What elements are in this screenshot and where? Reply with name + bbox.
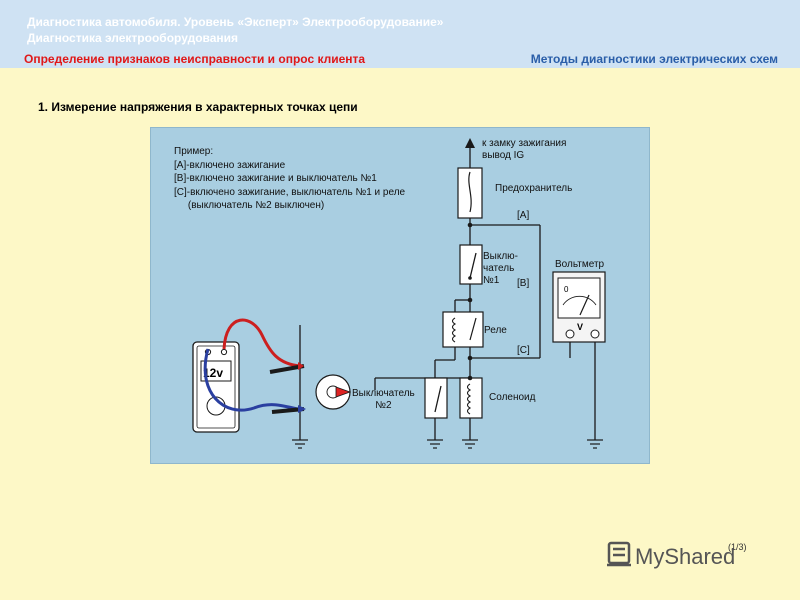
switch1-label: Выклю- чатель №1 [483,251,519,286]
red-probe-cable [222,318,301,368]
page-number: (1/3) [728,542,747,552]
section-heading: 1. Измерение напряжения в характерных то… [38,100,358,114]
ground-icon [292,439,603,449]
point-c-label: [C] [517,345,530,356]
relay-label: Реле [484,325,507,336]
voltmeter-unit: V [577,322,583,332]
header-bar: Диагностика автомобиля. Уровень «Эксперт… [0,0,800,68]
nav-link-symptoms[interactable]: Определение признаков неисправности и оп… [24,52,366,66]
solenoid-label: Соленоид [489,392,536,403]
switch1-symbol [459,244,483,285]
point-a-label: [A] [517,210,530,221]
fuse-label: Предохранитель [495,183,573,194]
switch2-label: Выключатель №2 [352,388,415,411]
relay-symbol [442,311,484,348]
nav-link-methods[interactable]: Методы диагностики электрических схем [530,52,778,66]
multimeter-icon [192,341,240,433]
example-line: [B]-включено зажигание и выключатель №1 [174,173,377,184]
voltmeter-label: Вольтметр [555,259,605,270]
point-b-label: [B] [517,278,530,289]
myshared-logo: MyShared [607,541,735,569]
ignition-label: к замку зажигания вывод IG [482,138,567,161]
arrow-up-icon [465,138,475,148]
course-title: Диагностика автомобиля. Уровень «Эксперт… [27,15,444,45]
voltmeter-zero: 0 [564,285,569,294]
example-line: Пример: [174,146,214,157]
logo-text: MyShared [635,544,735,569]
example-legend: Пример: [A]-включено зажигание [B]-включ… [174,145,405,213]
logo-icon [607,541,631,567]
example-line: [A]-включено зажигание [174,159,286,171]
circuit-nodes [467,222,473,381]
meter-display: 12v [203,366,223,380]
voltmeter-icon [552,271,606,343]
example-line: (выключатель №2 выключен) [174,200,325,211]
blue-probe-cable [203,348,303,412]
switch2-symbol [424,377,448,419]
example-line: [C]-включено зажигание, выключатель №1 и… [174,186,406,198]
solenoid-symbol [459,377,483,419]
